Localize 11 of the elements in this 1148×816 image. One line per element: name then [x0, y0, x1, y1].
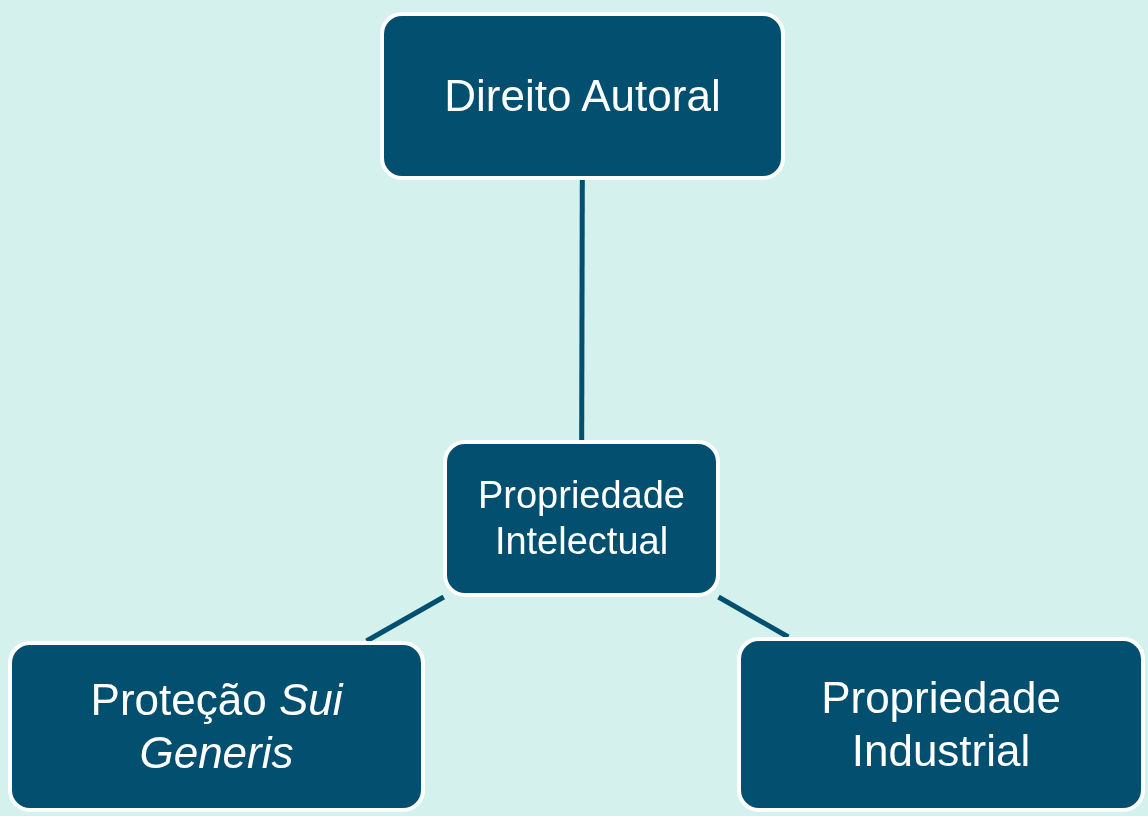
topic-box: [380, 12, 785, 180]
topic-box: [737, 637, 1145, 812]
node-label: Direito Autoral: [444, 69, 721, 122]
node-label: Proteção Sui Generis: [89, 673, 345, 779]
topic-box: [8, 641, 425, 812]
topic-box: [443, 440, 720, 597]
connector-line: [579, 180, 585, 440]
connector-line: [717, 594, 790, 640]
node-label: Propriedade Industrial: [820, 671, 1062, 777]
node-label: Propriedade Intelectual: [476, 472, 686, 564]
connector-line: [365, 594, 445, 644]
